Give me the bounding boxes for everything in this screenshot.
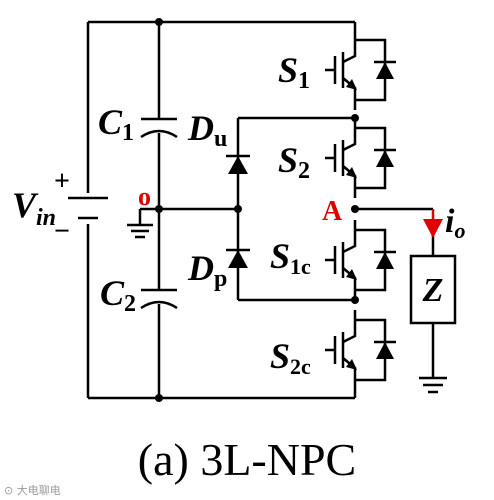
- diode-du-symbol: [224, 154, 252, 176]
- c1-label: C1: [98, 102, 134, 146]
- load-z-label: Z: [422, 272, 444, 309]
- s1c-label: S1c: [270, 236, 311, 279]
- s1-label: S1: [278, 50, 310, 94]
- diode-dp-symbol: [224, 248, 252, 270]
- switch-s2c-symbol: [323, 308, 398, 392]
- switch-s2-symbol: [323, 116, 398, 200]
- ground-symbol-load: [419, 376, 447, 394]
- vin-plus-sign: +: [54, 166, 70, 197]
- capacitor-c1: [140, 117, 178, 139]
- junction-dots: [155, 18, 359, 402]
- dc-source: [68, 196, 108, 220]
- node-a-label: A: [322, 196, 343, 227]
- capacitor-c2: [140, 288, 178, 310]
- figure-caption: (a) 3L-NPC: [138, 434, 356, 485]
- ground-symbol-neutral: [127, 223, 153, 239]
- s2c-label: S2c: [270, 336, 311, 379]
- vin-minus-sign: −: [54, 216, 70, 247]
- io-label: io: [445, 203, 465, 243]
- load-impedance-box: [409, 254, 457, 325]
- watermark-text: ⊙ 大电聊电: [4, 483, 61, 497]
- switch-s1-symbol: [323, 28, 398, 112]
- s2-label: S2: [278, 140, 310, 184]
- node-o-label: o: [138, 182, 151, 211]
- du-label: Du: [187, 108, 227, 152]
- vin-label: Vin: [12, 185, 56, 231]
- switch-s1c-symbol: [323, 218, 398, 302]
- c2-label: C2: [100, 273, 136, 317]
- dp-label: Dp: [187, 248, 227, 292]
- current-arrow-io: [423, 209, 443, 238]
